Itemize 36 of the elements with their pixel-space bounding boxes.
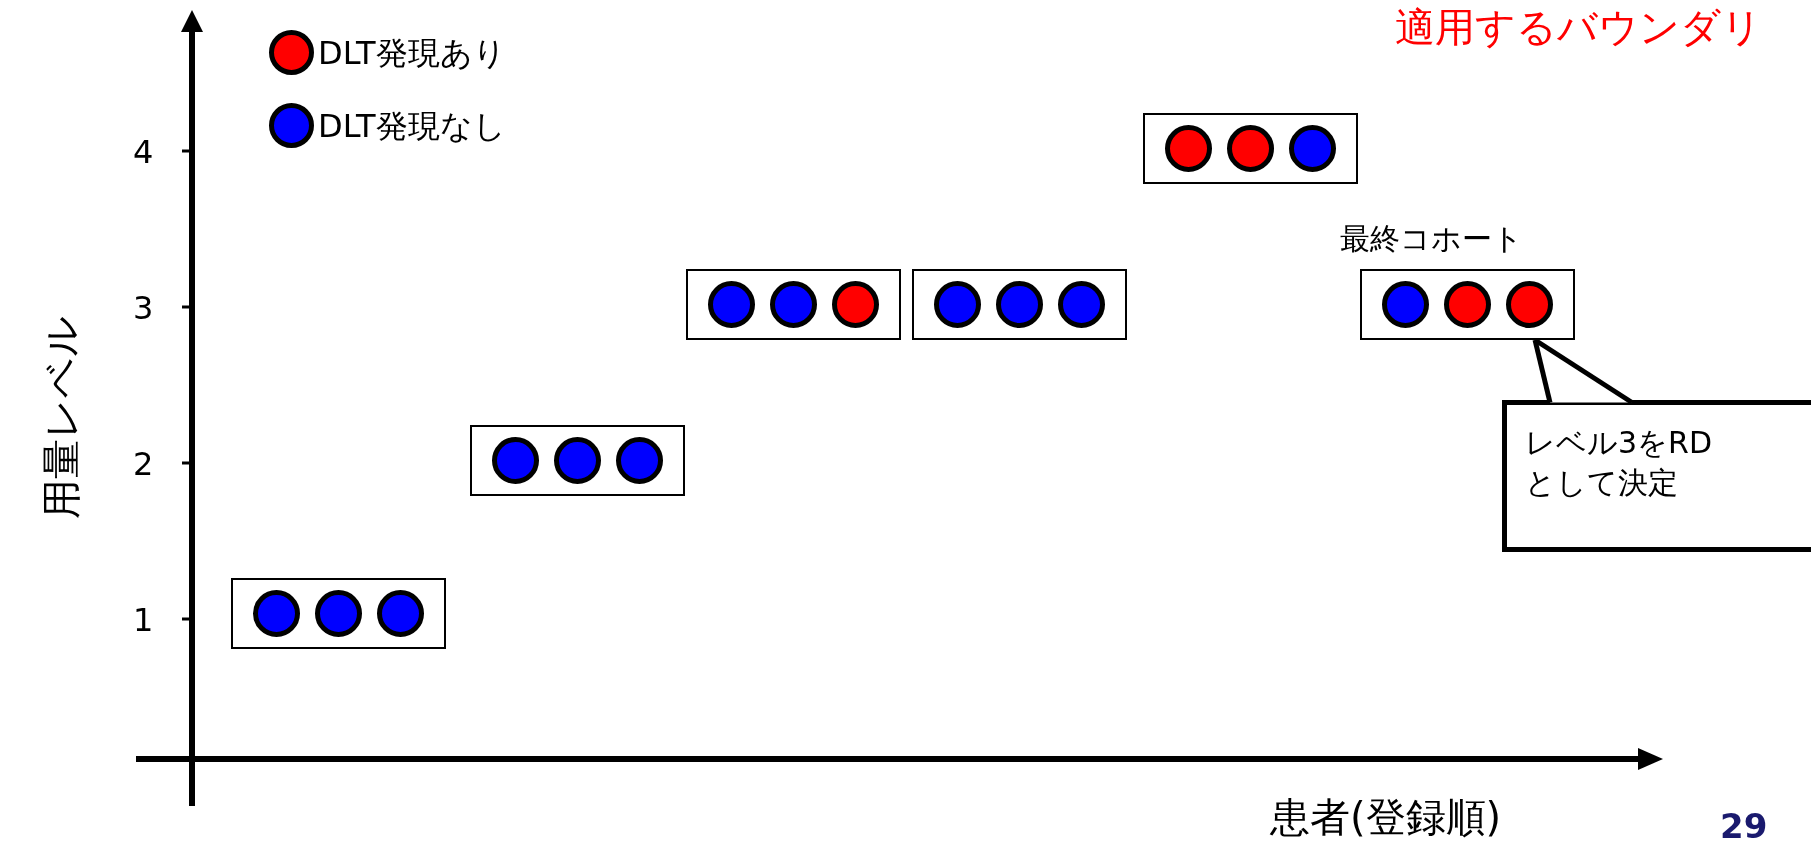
- legend-label: DLT発現あり: [318, 33, 506, 74]
- tick-label: 1: [133, 601, 154, 639]
- axis-title: 用量レベル: [37, 316, 85, 519]
- patient-dot: [492, 437, 539, 484]
- patient-dot: [770, 281, 817, 328]
- patient-dot: [1165, 125, 1212, 172]
- heading-text: 適用するバウンダリ: [1395, 3, 1762, 52]
- cohort-box: [912, 269, 1127, 340]
- patient-dot: [1289, 125, 1336, 172]
- tick-label: 3: [133, 289, 154, 327]
- patient-dot: [832, 281, 879, 328]
- cohort-box: [470, 425, 685, 496]
- tick-label: 2: [133, 445, 154, 483]
- leader-line: [1532, 339, 1553, 404]
- page-number: 29: [1720, 806, 1768, 846]
- patient-dot: [1227, 125, 1274, 172]
- cohort-box: [231, 578, 446, 649]
- callout-text: レベル3をRD として決定: [1525, 424, 1714, 502]
- patient-dot: [377, 590, 424, 637]
- patient-dot: [554, 437, 601, 484]
- cohort-box: [686, 269, 901, 340]
- cohort-box: [1143, 113, 1358, 184]
- axis-title: 患者(登録順): [1270, 793, 1502, 842]
- patient-dot: [1382, 281, 1429, 328]
- patient-dot: [934, 281, 981, 328]
- patient-dot: [1506, 281, 1553, 328]
- legend-label: DLT発現なし: [318, 106, 506, 147]
- patient-dot: [996, 281, 1043, 328]
- patient-dot: [616, 437, 663, 484]
- patient-dot: [315, 590, 362, 637]
- patient-dot: [1058, 281, 1105, 328]
- tick-label: 4: [133, 133, 154, 171]
- patient-dot: [1444, 281, 1491, 328]
- cohort-caption: 最終コホート: [1340, 220, 1523, 258]
- patient-dot: [253, 590, 300, 637]
- patient-dot: [708, 281, 755, 328]
